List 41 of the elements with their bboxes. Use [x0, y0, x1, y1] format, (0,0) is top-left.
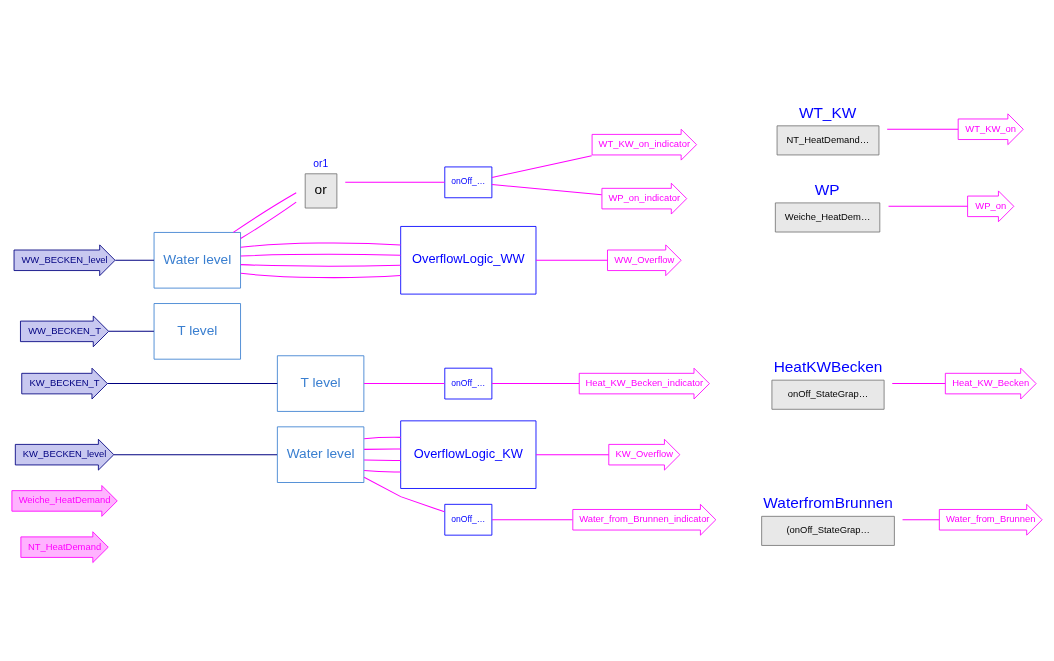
node-label: WP — [814, 180, 840, 198]
connector — [491, 519, 573, 521]
connector — [535, 454, 610, 456]
node-box: T level — [153, 303, 241, 360]
connector — [891, 383, 946, 385]
connector — [240, 201, 297, 240]
node-box: OverflowLogic_WW — [400, 226, 537, 295]
node-box: Water level — [153, 232, 241, 289]
connector — [240, 272, 402, 279]
node-label: HeatKWBecken — [773, 357, 883, 375]
connector — [902, 519, 940, 521]
node-box: onOff_… — [444, 367, 493, 400]
connector — [240, 242, 402, 248]
node-box: onOff_… — [444, 503, 493, 536]
connector — [363, 436, 402, 440]
connector — [363, 448, 402, 450]
connector — [108, 330, 155, 332]
connector — [240, 254, 402, 257]
connector — [491, 155, 593, 178]
connector — [888, 205, 969, 207]
node-label: or1 — [313, 158, 329, 170]
connector — [491, 383, 580, 385]
connector — [886, 128, 959, 130]
node-box: T level — [276, 355, 365, 412]
node-label: WT_KW — [798, 103, 857, 121]
connector — [106, 383, 278, 385]
connector — [363, 476, 445, 513]
connector — [344, 181, 446, 183]
connector — [363, 470, 402, 473]
connector — [114, 259, 155, 261]
connector — [491, 183, 603, 196]
node-label: WaterfromBrunnen — [763, 494, 893, 512]
connector — [535, 259, 608, 261]
node-box: onOff_… — [444, 166, 493, 199]
node-box: Water level — [276, 426, 365, 483]
connector — [363, 383, 446, 385]
connector — [363, 459, 402, 461]
connector — [232, 192, 297, 233]
node-box: OverflowLogic_KW — [400, 420, 537, 489]
connector — [240, 264, 402, 267]
connector — [113, 454, 278, 456]
